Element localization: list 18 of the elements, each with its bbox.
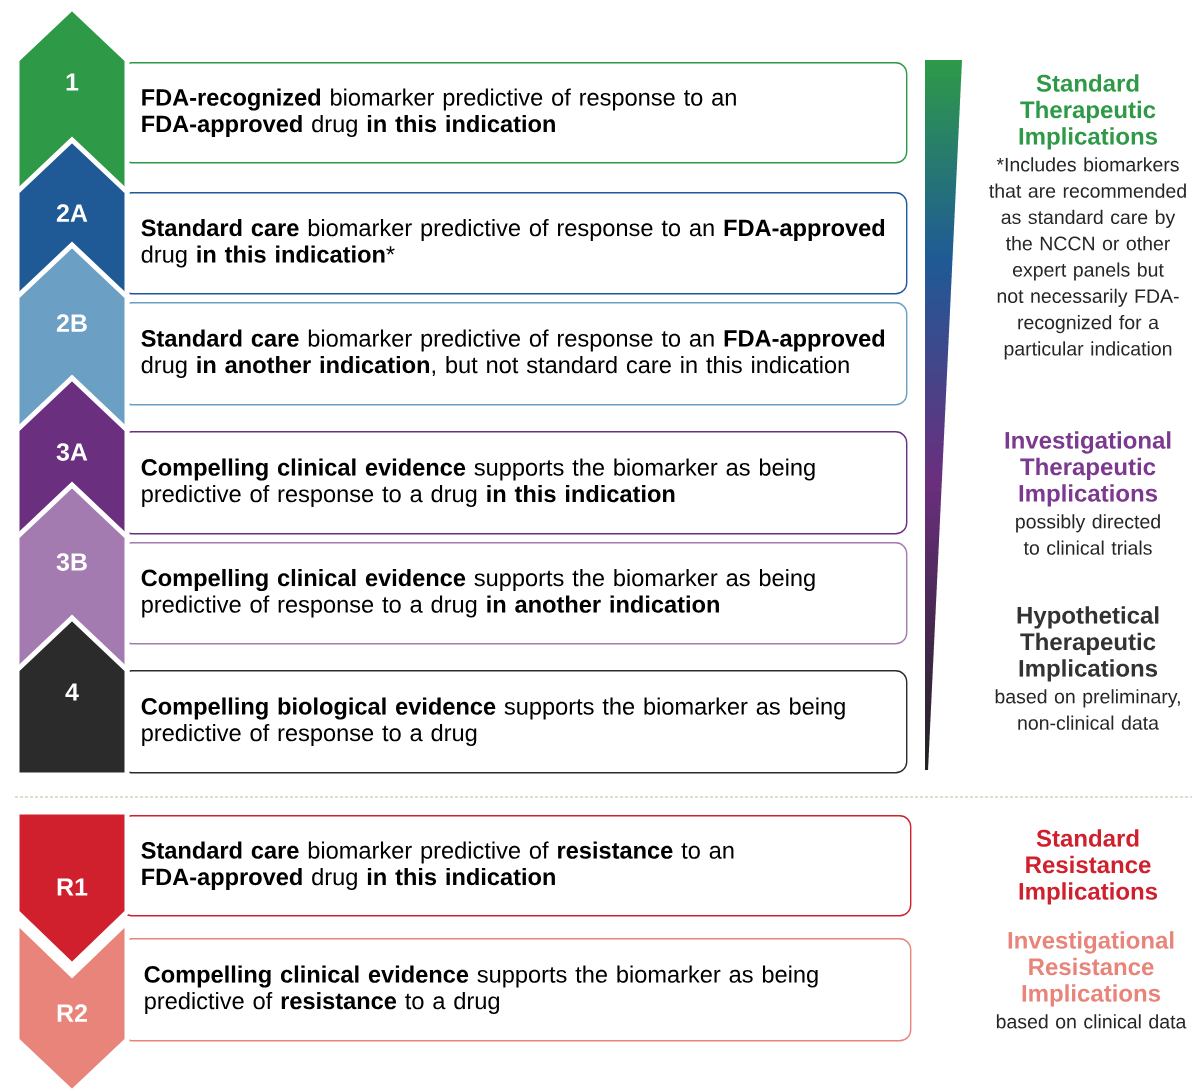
category-note: based on preliminary, non-clinical data: [995, 689, 1180, 730]
category-heading: Investigational Resistance Implications: [1008, 931, 1174, 1007]
level-description-box: Standard care biomarker predictive of resistance to an FDA-approved drug in this indication: [120, 815, 912, 917]
level-description-box: Compelling clinical evidence supports the biomarker as being predictive of response to a drug in this indication: [120, 431, 908, 535]
category-heading: Hypothetical Therapeutic Implications: [1017, 606, 1159, 682]
category-note: possibly directed to clinical trials: [1016, 514, 1160, 555]
level-description-box: FDA-recognized biomarker predictive of response to an FDA-approved drug in this indication: [120, 62, 908, 164]
category-heading: Investigational Therapeutic Implications: [1005, 431, 1171, 507]
category-heading: Standard Therapeutic Implications: [1019, 74, 1158, 150]
level-description-box: Standard care biomarker predictive of response to an FDA-approved drug in another indication, but not standard care in this indication: [120, 302, 908, 406]
category-note: based on clinical data: [996, 1014, 1187, 1029]
category-heading: Standard Resistance Implications: [1019, 829, 1158, 905]
level-tab: R2: [14, 916, 130, 1092]
level-description-box: Standard care biomarker predictive of response to an FDA-approved drug in this indication*: [120, 192, 908, 295]
category-note: *Includes biomarkers that are recommended as standard care by the NCCN or other expert panels but not necessarily FDA-recognized for a particular indication: [989, 157, 1186, 360]
level-description-box: Compelling biological evidence supports the biomarker as being predictive of response to a drug: [120, 670, 908, 774]
level-description-box: Compelling clinical evidence supports the biomarker as being predictive of resistance to a drug: [120, 938, 912, 1042]
level-description-box: Compelling clinical evidence supports the biomarker as being predictive of response to a drug in another indication: [120, 542, 908, 645]
